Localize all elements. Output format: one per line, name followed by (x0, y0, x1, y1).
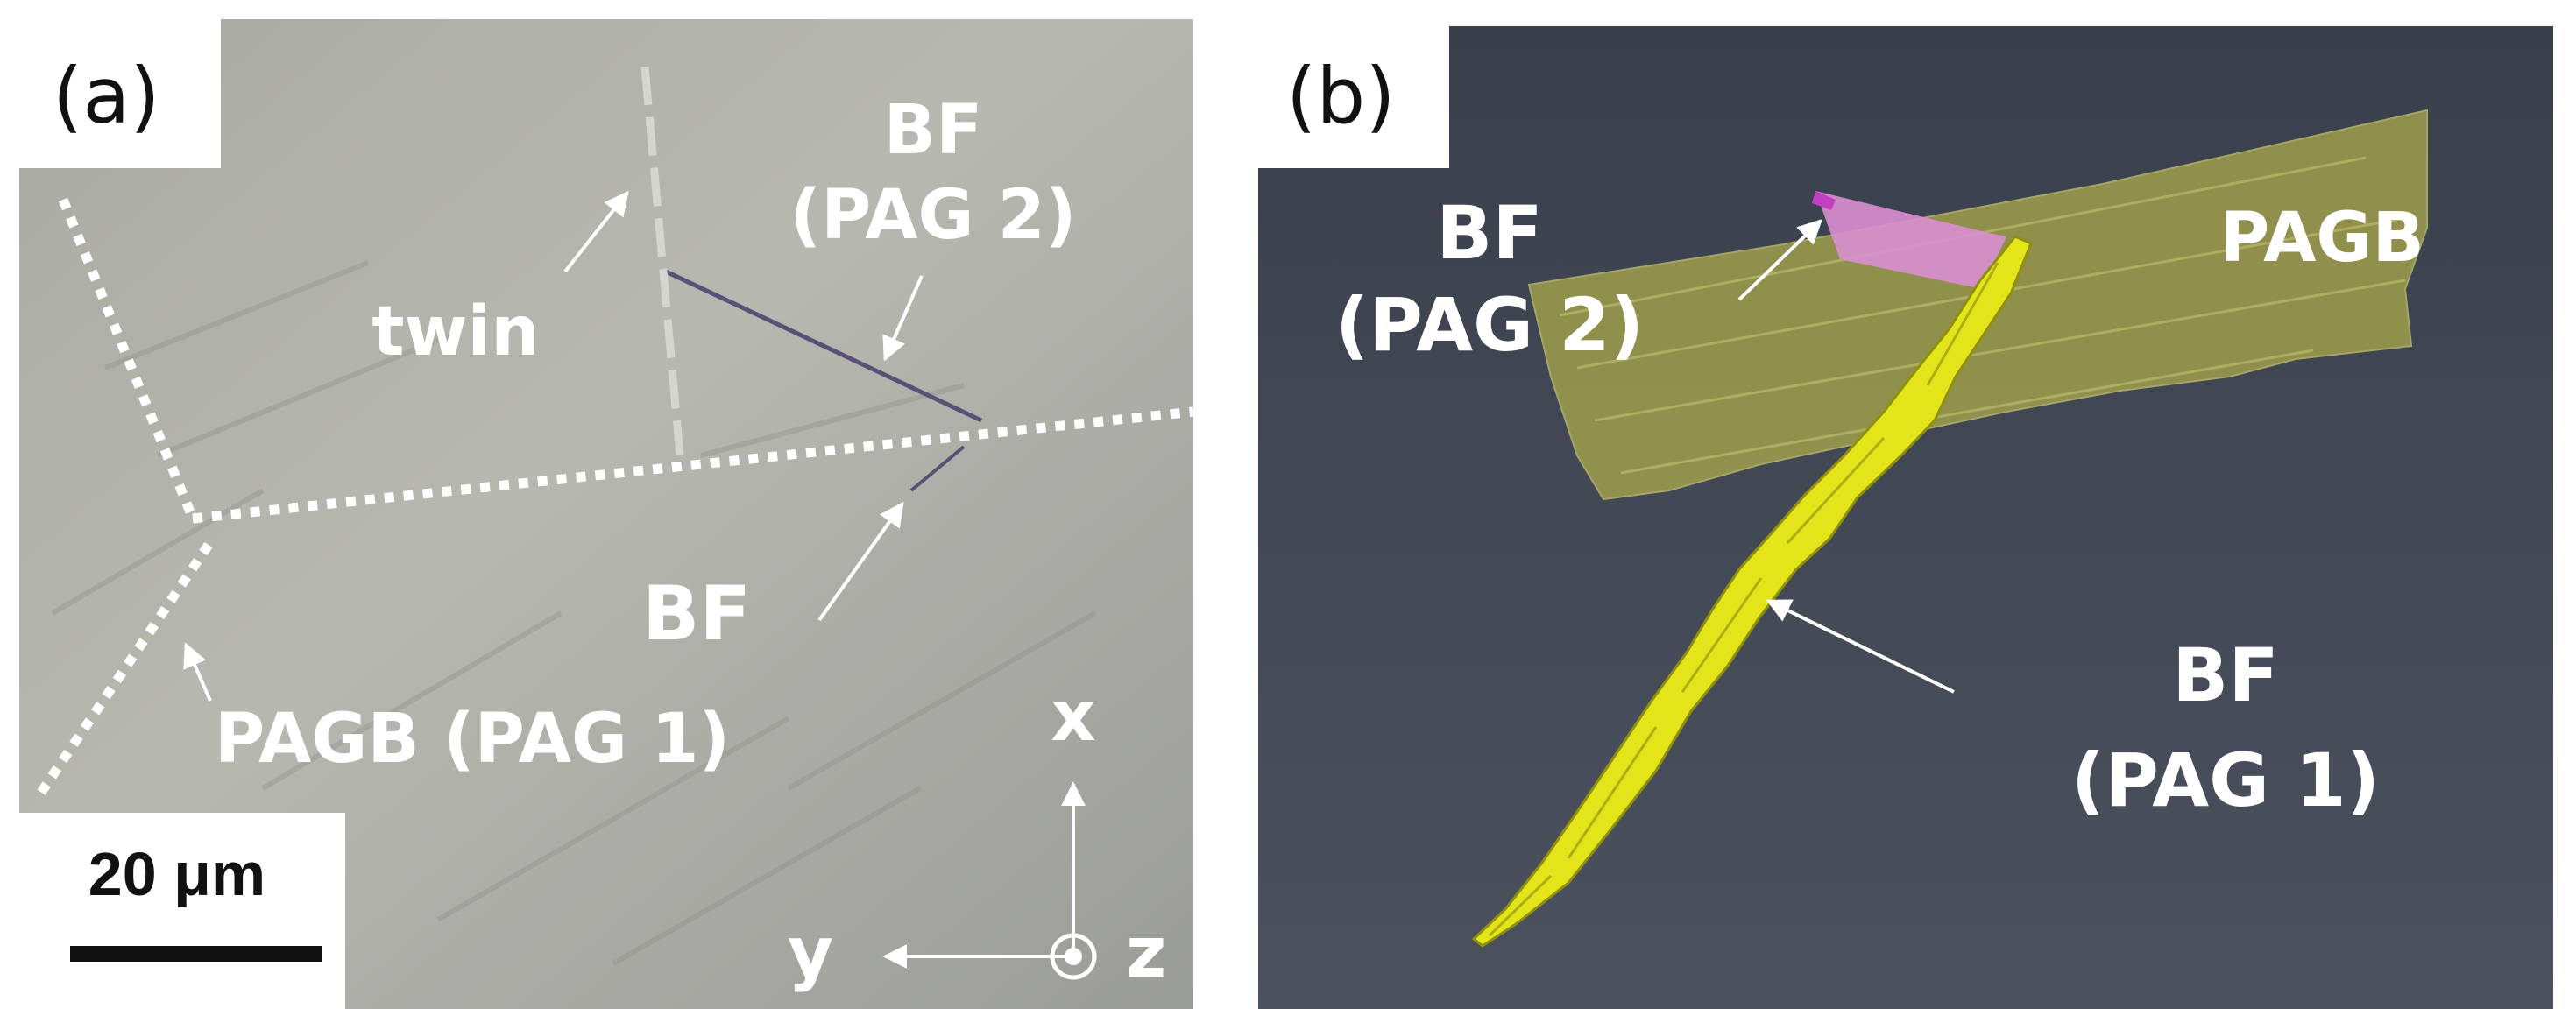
label-twin: twin (372, 293, 540, 371)
z-axis-symbol (1050, 933, 1097, 980)
z-axis-dot (1065, 948, 1082, 965)
label-bf-pag2-b: BF (1436, 190, 1542, 276)
panel-b: (b) BF (PAG 2) PAGB BF (PAG 1) (1258, 19, 2553, 1009)
bf-pag2-trace (664, 269, 983, 423)
panel-a-label-box (19, 19, 221, 168)
scale-bar-label: 20 μm (88, 840, 265, 908)
label-bf-pag2: BF (884, 91, 983, 170)
x-axis-label: x (1051, 675, 1096, 757)
label-pagb-pag1: PAGB (PAG 1) (215, 700, 730, 779)
y-axis-label: y (788, 912, 833, 993)
label-bf-pag1-b: BF (2172, 632, 2278, 718)
bf-pag2-shape (1815, 191, 2006, 289)
panel-b-label: (b) (1286, 51, 1396, 141)
panel-b-arrows (1737, 219, 1955, 694)
bf-pag1-texture (1488, 262, 1999, 937)
z-axis-label: z (1126, 912, 1167, 993)
pag-boundaries (32, 197, 1194, 802)
label-pag1-b: (PAG 1) (2071, 737, 2380, 823)
label-pag2-b: (PAG 2) (1335, 282, 1644, 368)
micrograph-texture (51, 260, 1097, 966)
panel-a: (a) BF (PAG 2) twin BF PAGB (PAG 1) 20 μ… (19, 19, 1194, 1009)
scale-bar (70, 946, 322, 962)
label-pag2: (PAG 2) (789, 176, 1076, 255)
panel-a-arrows (183, 190, 924, 702)
bf-pag2-edge (1812, 191, 1836, 210)
panel-b-label-box (1258, 19, 1449, 168)
coordinate-axes: x y z (788, 675, 1166, 993)
twin-boundary (640, 66, 684, 456)
bf-pag1-trace (909, 445, 966, 492)
panel-a-label: (a) (53, 51, 160, 141)
scale-bar-box (19, 813, 345, 1009)
label-pagb-b: PAGB (2219, 199, 2424, 278)
label-bf-pag1: BF (642, 570, 751, 658)
